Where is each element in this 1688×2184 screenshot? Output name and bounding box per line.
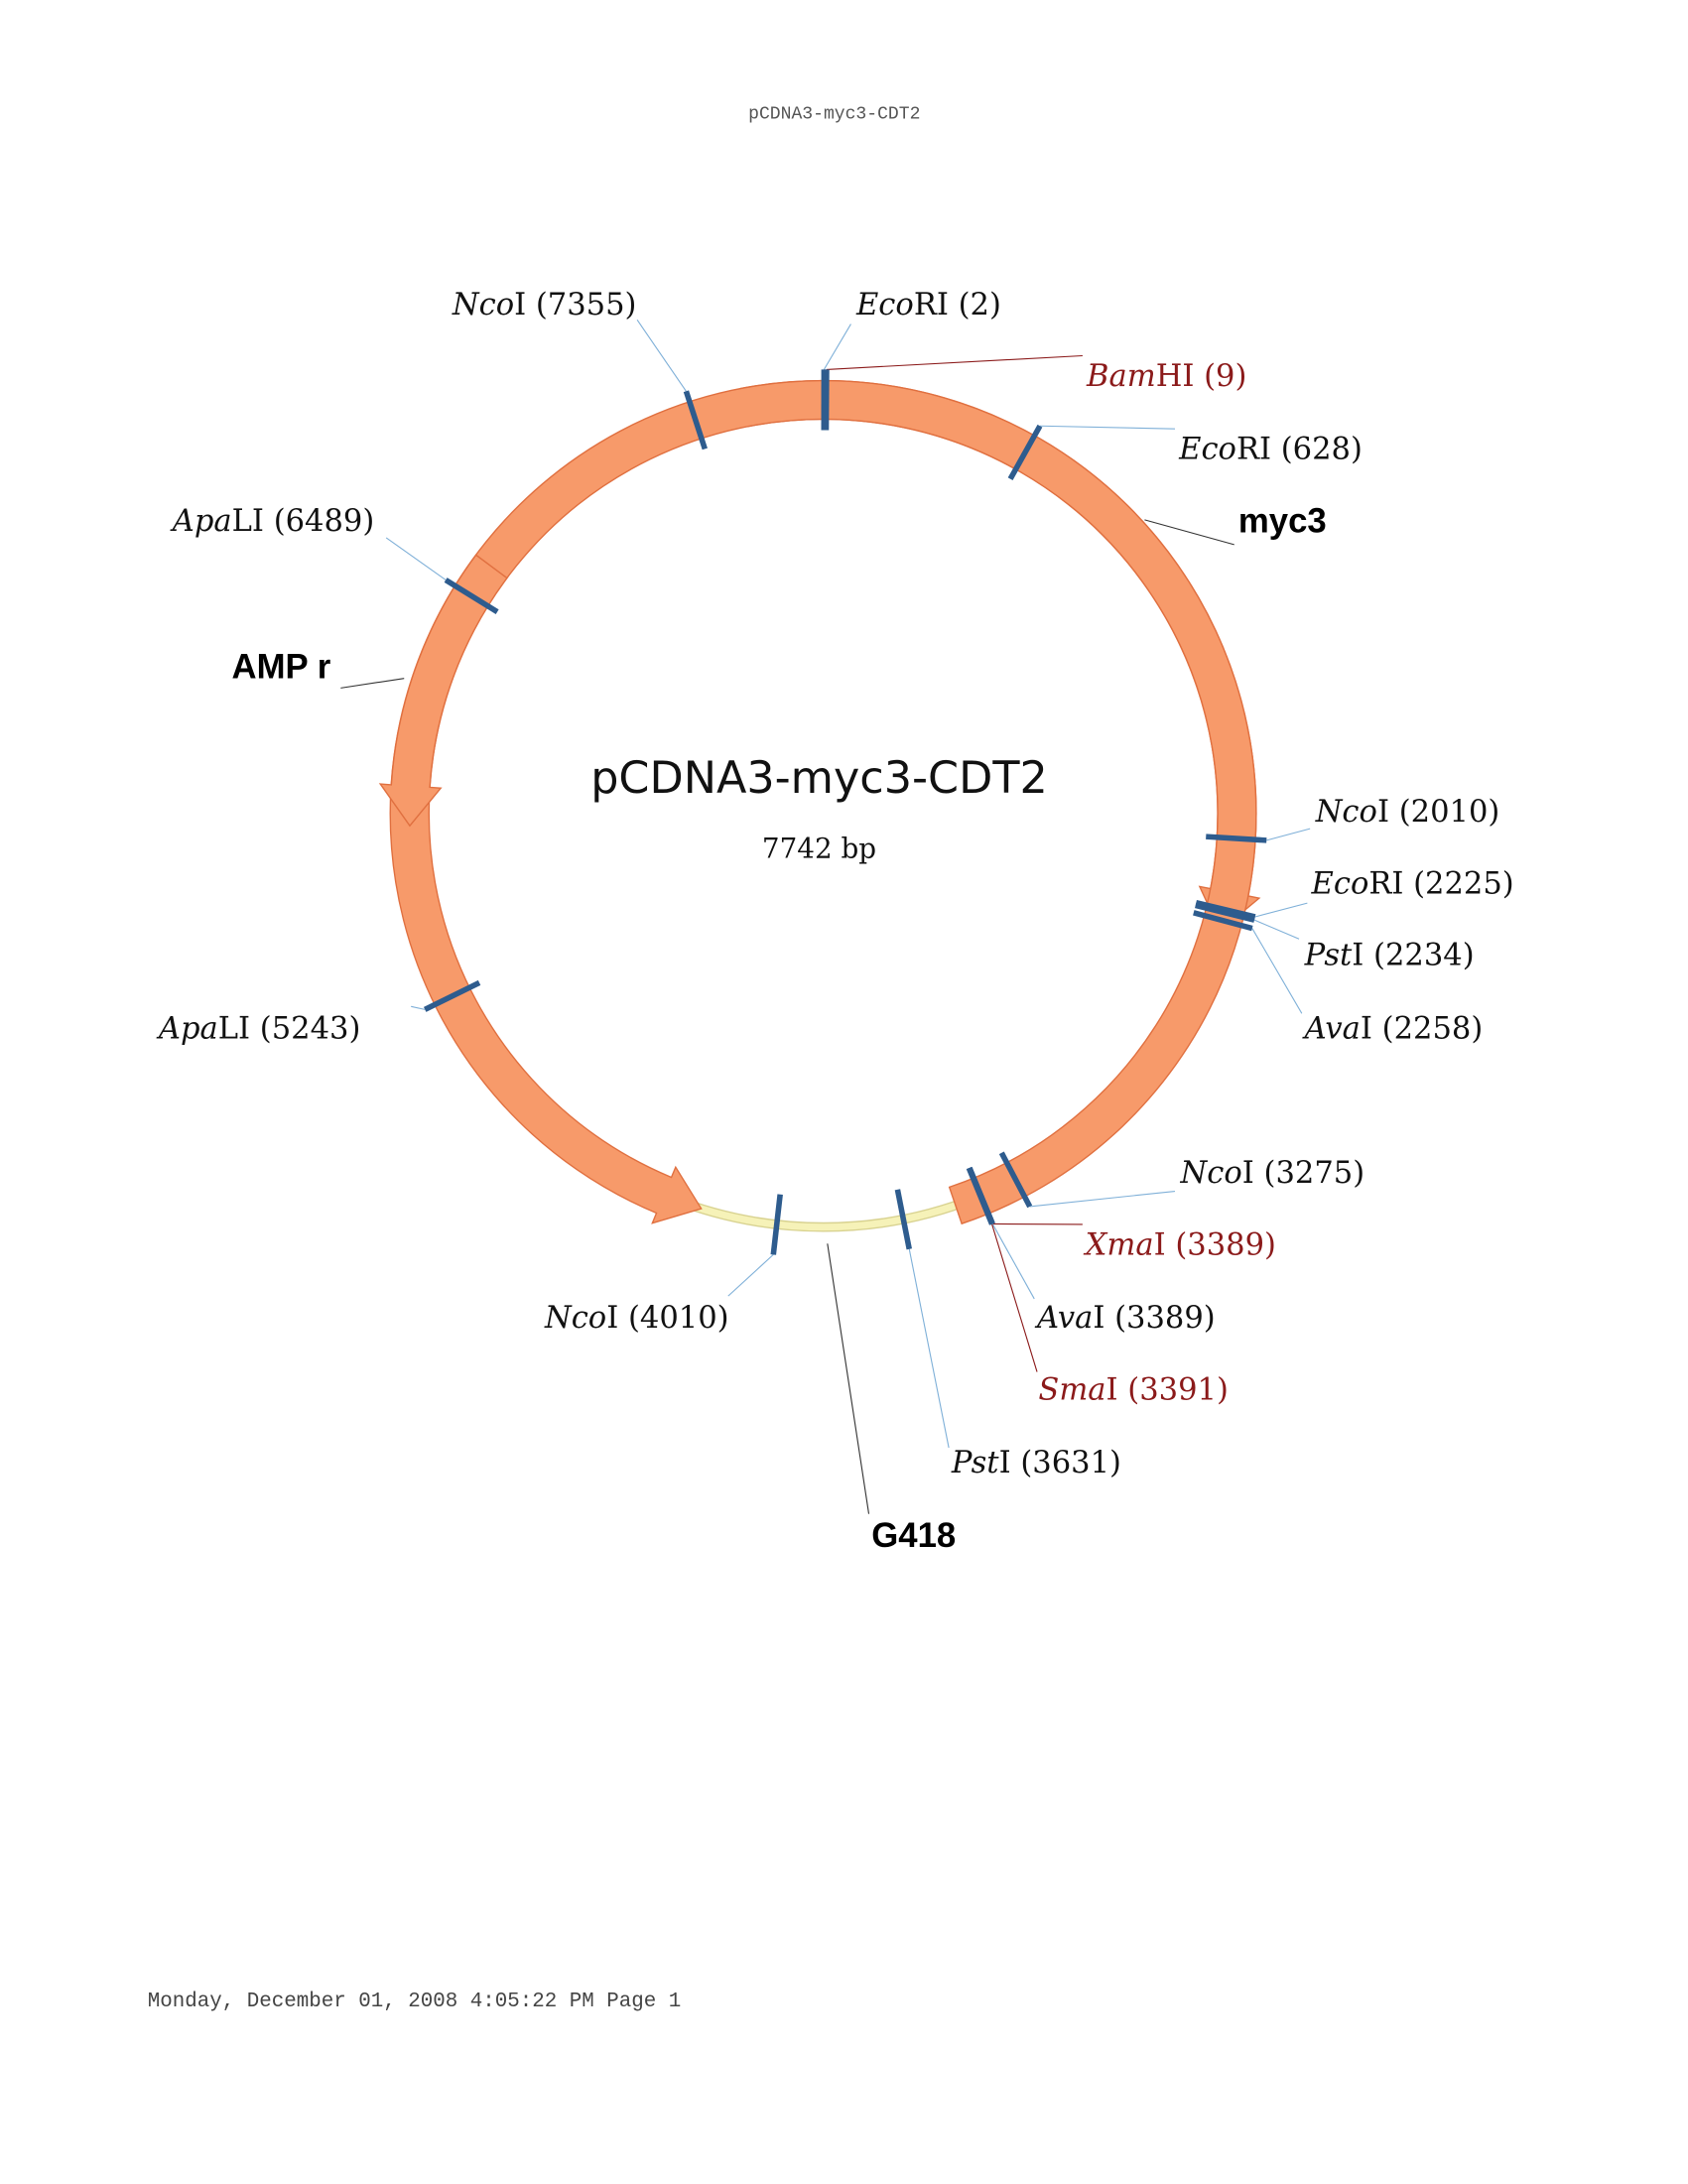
site-enzyme-italic: Nco xyxy=(1315,795,1377,830)
restriction-site-tick xyxy=(894,1189,912,1250)
site-leader-line xyxy=(1029,1190,1176,1208)
site-enzyme-rest: I (3275) xyxy=(1242,1156,1364,1191)
site-label: EcoRI (628) xyxy=(1178,433,1363,467)
feature-arrow-g418 xyxy=(389,379,1257,1225)
site-label: PstI (2234) xyxy=(1304,939,1475,973)
site-label: ApaLI (5243) xyxy=(156,1011,360,1046)
site-enzyme-italic: Apa xyxy=(170,504,232,539)
site-leader-line xyxy=(411,1005,426,1010)
restriction-site-tick xyxy=(1007,424,1043,480)
site-enzyme-italic: Ava xyxy=(1302,1011,1361,1046)
site-enzyme-rest: HI (9) xyxy=(1156,359,1247,394)
page-header: pCDNA3-myc3-CDT2 xyxy=(748,104,920,124)
site-label: PstI (3631) xyxy=(951,1446,1121,1480)
feature-label: G418 xyxy=(871,1517,956,1555)
site-enzyme-italic: Bam xyxy=(1086,359,1156,394)
site-leader-line xyxy=(826,354,1083,370)
site-label: XmaI (3389) xyxy=(1084,1227,1276,1262)
restriction-site-tick xyxy=(770,1194,783,1255)
site-enzyme-rest: RI (2) xyxy=(914,288,1001,322)
plasmid-name: pCDNA3-myc3-CDT2 xyxy=(590,753,1048,804)
site-leader-line xyxy=(1254,902,1308,918)
restriction-site-tick xyxy=(1193,910,1253,932)
restriction-site-tick xyxy=(444,578,499,614)
site-enzyme-italic: Nco xyxy=(1180,1156,1242,1191)
site-enzyme-rest: RI (628) xyxy=(1236,433,1363,467)
site-enzyme-rest: LI (5243) xyxy=(218,1011,361,1046)
site-enzyme-italic: Sma xyxy=(1038,1372,1105,1407)
site-enzyme-italic: Pst xyxy=(1304,939,1353,973)
restriction-site-tick xyxy=(1195,900,1256,920)
site-leader-line xyxy=(1253,919,1300,940)
site-enzyme-rest: LI (6489) xyxy=(232,504,375,539)
site-label: EcoRI (2225) xyxy=(1311,866,1514,901)
site-label: NcoI (2010) xyxy=(1315,795,1500,830)
restriction-site-tick xyxy=(1194,902,1255,923)
restriction-site-tick xyxy=(966,1167,995,1225)
site-enzyme-italic: Pst xyxy=(951,1446,999,1480)
site-enzyme-italic: Nco xyxy=(452,288,514,322)
site-enzyme-rest: I (3389) xyxy=(1093,1301,1215,1336)
site-enzyme-rest: I (3389) xyxy=(1154,1227,1276,1262)
site-label: AvaI (3389) xyxy=(1034,1301,1216,1336)
site-label: BamHI (9) xyxy=(1086,359,1246,394)
site-leader-line xyxy=(823,323,851,370)
restriction-site-tick xyxy=(423,979,481,1012)
restriction-site-tick xyxy=(1206,834,1267,843)
plasmid-size: 7742 bp xyxy=(762,832,876,864)
site-enzyme-rest: I (7355) xyxy=(514,288,636,322)
site-label: NcoI (4010) xyxy=(544,1301,729,1336)
site-label: SmaI (3391) xyxy=(1038,1372,1228,1407)
restriction-site-tick xyxy=(998,1151,1033,1209)
site-label: EcoRI (2) xyxy=(855,288,1001,322)
site-enzyme-italic: Ava xyxy=(1034,1301,1093,1336)
site-leader-line xyxy=(727,1253,774,1297)
site-enzyme-rest: I (4010) xyxy=(606,1301,728,1336)
site-enzyme-italic: Eco xyxy=(1178,433,1236,467)
site-leader-line xyxy=(385,537,447,580)
feature-label: AMP r xyxy=(232,649,331,687)
feature-arrow-amp-r xyxy=(378,554,508,828)
site-enzyme-italic: Eco xyxy=(855,288,914,322)
site-enzyme-italic: Nco xyxy=(544,1301,606,1336)
site-leader-line xyxy=(991,1223,1035,1300)
site-enzyme-rest: I (2234) xyxy=(1352,939,1474,973)
page-footer: Monday, December 01, 2008 4:05:22 PM Pag… xyxy=(148,1991,681,2013)
site-label: AvaI (2258) xyxy=(1302,1011,1484,1046)
site-leader-line xyxy=(1251,928,1303,1014)
site-enzyme-rest: RI (2225) xyxy=(1368,866,1513,901)
site-enzyme-italic: Eco xyxy=(1311,866,1369,901)
feature-leader-line xyxy=(1144,519,1234,546)
site-enzyme-italic: Apa xyxy=(156,1011,218,1046)
site-enzyme-italic: Xma xyxy=(1084,1227,1154,1262)
site-leader-line xyxy=(636,320,687,392)
site-enzyme-rest: I (2258) xyxy=(1361,1011,1483,1046)
site-label: NcoI (7355) xyxy=(452,288,637,322)
site-leader-line xyxy=(1039,425,1175,430)
site-leader-line xyxy=(908,1248,950,1449)
site-leader-line xyxy=(1266,828,1311,841)
site-enzyme-rest: I (3631) xyxy=(999,1446,1121,1480)
site-leader-line xyxy=(991,1223,1038,1372)
site-label: ApaLI (6489) xyxy=(170,504,374,539)
feature-leader-line xyxy=(340,678,405,689)
restriction-site-tick xyxy=(683,390,708,450)
feature-label: myc3 xyxy=(1238,502,1327,540)
site-enzyme-rest: I (2010) xyxy=(1377,795,1499,830)
site-label: NcoI (3275) xyxy=(1180,1156,1365,1191)
feature-leader-line xyxy=(827,1243,870,1514)
site-enzyme-rest: I (3391) xyxy=(1106,1372,1229,1407)
